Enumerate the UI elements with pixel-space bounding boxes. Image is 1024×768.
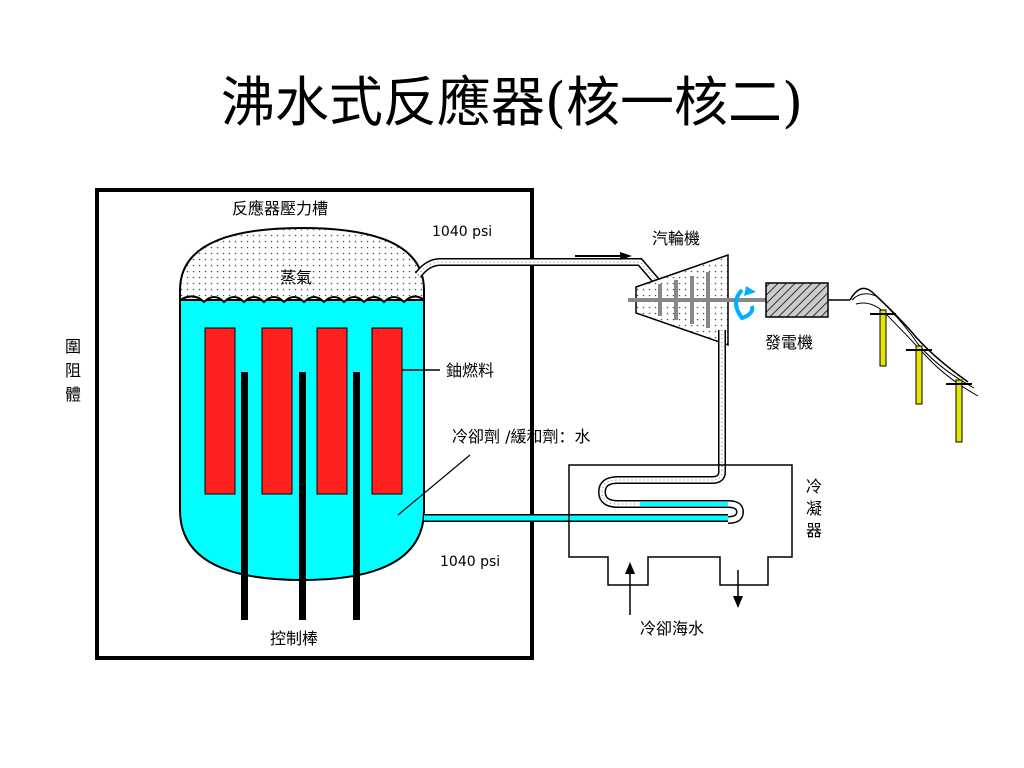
rotation-arrow-icon [734, 288, 755, 321]
condenser-label-3: 器 [806, 521, 822, 540]
pressure-top-label: 1040 psi [432, 224, 492, 240]
control-rod-3 [353, 372, 360, 620]
coolant-label: 冷卻劑 /緩和劑：水 [452, 427, 590, 446]
condenser-label-2: 凝 [806, 499, 822, 518]
containment-label-1: 圍 [65, 337, 81, 356]
coolant-pointer [397, 454, 471, 516]
exhaust-pipe [597, 330, 745, 524]
fuel-label: 鈾燃料 [446, 361, 494, 380]
fuel-rod-1 [204, 327, 236, 495]
condenser-label-1: 冷 [806, 477, 822, 496]
containment-label-2: 阻 [65, 361, 81, 380]
containment-label-3: 體 [65, 385, 81, 404]
generator-label: 發電機 [765, 333, 813, 352]
containment-box [95, 188, 534, 660]
steam-pipe [414, 258, 668, 293]
generator [765, 282, 829, 318]
power-line [849, 287, 969, 383]
containment-label: 圍 阻 體 [65, 337, 81, 404]
utility-pole-3 [946, 379, 972, 443]
fuel-rod-3 [316, 327, 348, 495]
steam-label: 蒸氣 [280, 268, 312, 287]
pressure-bottom-label: 1040 psi [440, 554, 500, 570]
seawater-label: 冷卻海水 [640, 619, 704, 638]
slide-title: 沸水式反應器(核一核二) [220, 71, 804, 134]
utility-pole-1 [870, 309, 896, 367]
utility-pole-2 [906, 345, 932, 405]
control-rod-label: 控制棒 [270, 629, 318, 648]
condenser [568, 464, 793, 586]
fuel-rod-2 [261, 327, 293, 495]
pressure-vessel-label: 反應器壓力槽 [232, 199, 328, 218]
control-rod-2 [299, 372, 306, 620]
steam-dome [179, 226, 425, 304]
fuel-rod-4 [371, 327, 403, 495]
condenser-label: 冷 凝 器 [806, 477, 822, 540]
turbine-label: 汽輪機 [652, 229, 700, 248]
control-rod-1 [241, 372, 248, 620]
